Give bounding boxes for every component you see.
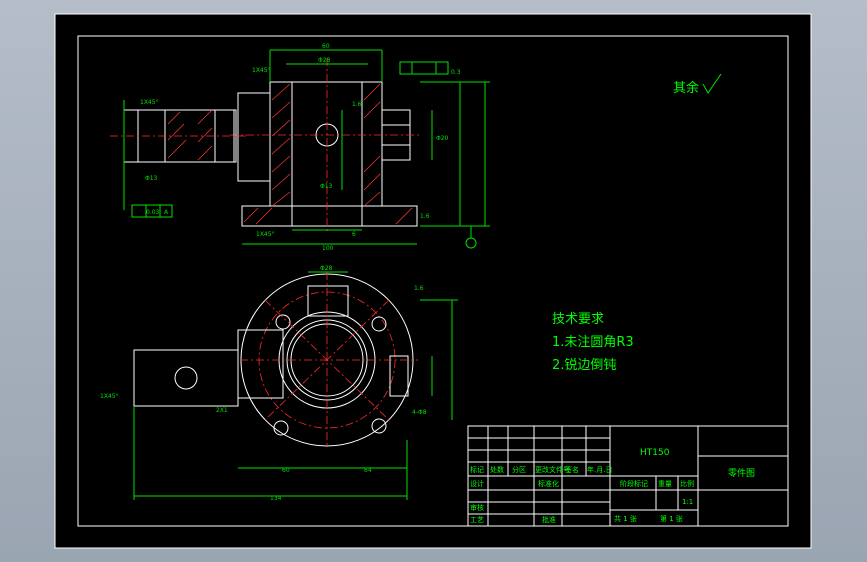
tech-item-2: 2.锐边倒钝 [552,358,616,373]
dim-text: 1.6 [414,285,424,292]
front-section-view: 60 Φ28 100 6 1X45° 1X45° 0.3 1.6 Φ13 1.6… [230,43,490,252]
tb-cell: 处数 [490,465,504,474]
dim-text: Φ13 [145,175,158,182]
top-view: 134 60 64 Φ28 1.6 1X45° 2X1 4-Φ8 [100,265,458,502]
roughness-symbol [702,73,722,94]
dim-text: 4-Φ8 [412,409,427,416]
part-name-label: 零件图 [728,467,755,479]
tb-design: 设计 [470,479,484,488]
tb-ratio: 比例 [680,479,694,488]
dim-text: A [164,209,169,216]
tech-title: 技术要求 [552,312,604,327]
tb-cell: 更改文件号 [535,465,570,474]
dim-text: 134 [270,495,282,502]
roughness-note: 其余 [673,80,699,96]
dim-text: Φ20 [436,135,449,142]
tb-cell: 年.月.日 [587,465,612,474]
dim-text: 1X45° [100,393,119,400]
drawing-frame [77,35,789,527]
tb-standard: 标准化 [538,479,559,488]
tb-approve: 批准 [542,515,556,524]
dim-text: 1.6 [352,101,362,108]
tb-review: 审核 [470,503,484,512]
tb-scale: 1:1 [682,498,693,506]
dim-text: 64 [364,467,372,474]
tech-item-1: 1.未注圆角R3 [552,335,634,350]
material-label: HT150 [640,448,670,458]
side-view: 0.03 A 1X45° Φ13 [110,99,246,218]
tb-cell: 分区 [512,465,526,474]
dim-text: 1.6 [420,213,430,220]
dim-text: 6 [352,231,356,238]
dim-text: 2X1 [216,407,228,414]
dim-text: 0.3 [451,69,461,76]
tb-cell: 签名 [565,465,579,474]
dim-text: 1X45° [140,99,159,106]
dim-text: Φ28 [320,265,333,272]
dim-text: Φ28 [318,57,331,64]
dim-text: 60 [322,43,330,50]
tb-stage: 阶段标记 [620,479,648,488]
title-block: HT150 零件图 标记 处数 分区 更改文件号 签名 年.月.日 设计 标准化… [467,425,789,527]
dim-text: 60 [282,467,290,474]
dim-text: Φ13 [320,183,333,190]
drawing-sheet [54,13,812,549]
dim-text: 100 [322,245,334,252]
tb-cell: 标记 [470,465,484,474]
tb-sheet-total: 共 1 张 [614,514,637,523]
tb-sheet-no: 第 1 张 [660,514,683,523]
dim-text: 0.03 [146,209,160,216]
dim-text: 1X45° [256,231,275,238]
tb-weight: 重量 [658,480,672,488]
dim-text: 1X45° [252,67,271,74]
tb-process: 工艺 [470,516,484,524]
